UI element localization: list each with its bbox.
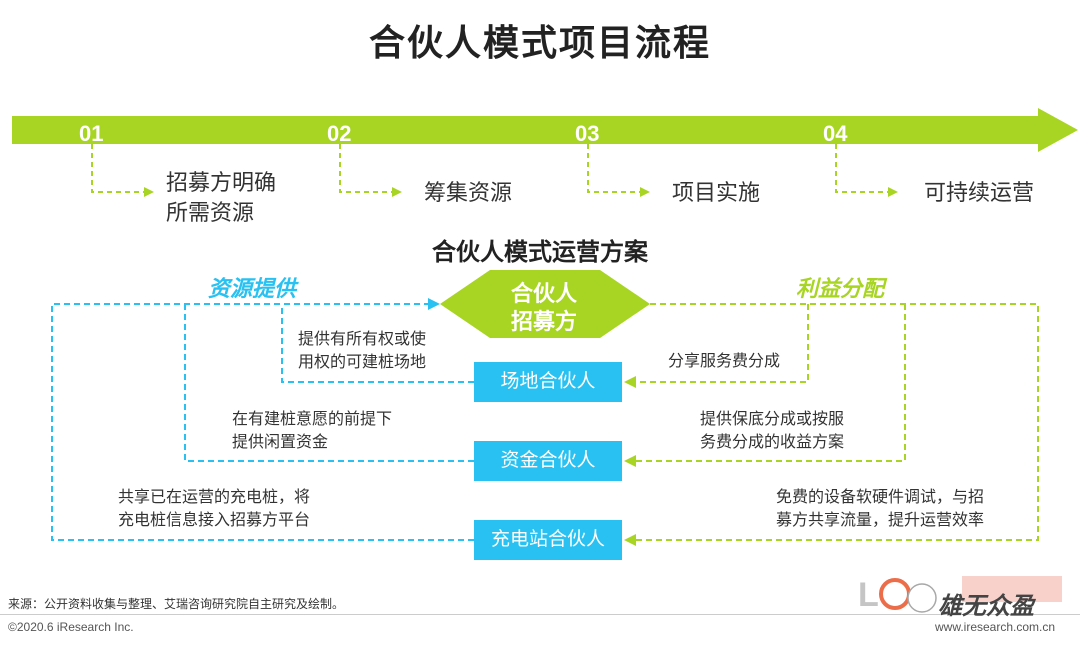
step-arrowhead-3 xyxy=(640,187,650,197)
station-benefit-note-line2: 募方共享流量，提升运营效率 xyxy=(776,512,985,529)
venue-resource-note-line1: 提供有所有权或使 xyxy=(298,331,427,348)
step-label-1: 招募方明确 所需资源 xyxy=(166,168,276,228)
page-title: 合伙人模式项目流程 xyxy=(368,22,711,63)
timeline-arrow xyxy=(12,108,1078,152)
recruiter-label: 合伙人 招募方 xyxy=(494,280,594,336)
resource-flow-mid xyxy=(184,304,474,462)
fund-benefit-note-line2: 务费分成的收益方案 xyxy=(700,434,845,451)
step-arrowhead-4 xyxy=(888,187,898,197)
recruiter-diamond xyxy=(440,270,650,338)
step-arrowhead-2 xyxy=(392,187,402,197)
benefit-arrowhead-2 xyxy=(624,455,636,467)
step-label-1-line1: 招募方明确 xyxy=(166,170,277,195)
source-note: 来源：公开资料收集与整理、艾瑞咨询研究院自主研究及绘制。 xyxy=(8,597,345,611)
venue-resource-note-line2: 用权的可建桩场地 xyxy=(298,354,427,371)
watermark-logo: L xyxy=(858,576,1062,614)
footer-divider xyxy=(0,614,1080,615)
step-connector-3 xyxy=(587,144,640,193)
venue-partner-box: 场地合伙人 xyxy=(474,362,622,402)
step-number-3: 03 xyxy=(575,121,600,146)
resource-arrowhead xyxy=(428,298,440,310)
fund-resource-note-line1: 在有建桩意愿的前提下 xyxy=(232,411,393,428)
station-resource-note-line1: 共享已在运营的充电桩，将 xyxy=(118,489,311,506)
station-benefit-note-line1: 免费的设备软硬件调试，与招 xyxy=(776,489,985,506)
watermark-text: 雄无众盈 xyxy=(938,593,1034,620)
step-connector-4 xyxy=(835,144,888,193)
fund-benefit-note-line1: 提供保底分成或按服 xyxy=(700,411,845,428)
recruiter-label-line1: 合伙人 xyxy=(510,281,577,306)
station-resource-note-line2: 充电桩信息接入招募方平台 xyxy=(118,512,311,529)
station-partner-box: 充电站合伙人 xyxy=(474,520,622,560)
station-resource-note: 共享已在运营的充电桩，将 充电桩信息接入招募方平台 xyxy=(118,486,310,532)
step-number-2: 02 xyxy=(327,121,352,146)
step-connector-1 xyxy=(91,144,144,193)
fund-benefit-note: 提供保底分成或按服 务费分成的收益方案 xyxy=(700,408,844,454)
station-benefit-note: 免费的设备软硬件调试，与招 募方共享流量，提升运营效率 xyxy=(776,486,984,532)
step-number-4: 04 xyxy=(823,121,848,146)
recruiter-label-line2: 招募方 xyxy=(510,309,577,334)
step-label-2: 筹集资源 xyxy=(424,180,513,205)
fund-resource-note-line2: 提供闲置资金 xyxy=(232,434,329,451)
benefit-distribution-title: 利益分配 xyxy=(796,276,885,301)
benefit-flow-mid xyxy=(636,304,906,462)
step-label-3: 项目实施 xyxy=(672,180,761,205)
scheme-title: 合伙人模式运营方案 xyxy=(432,239,648,266)
venue-resource-note: 提供有所有权或使 用权的可建桩场地 xyxy=(298,328,426,374)
benefit-flow-inner xyxy=(636,304,809,383)
resource-flow-outer xyxy=(51,303,474,541)
resource-flow-inner xyxy=(281,304,474,383)
step-label-1-line2: 所需资源 xyxy=(166,200,255,225)
fund-partner-box: 资金合伙人 xyxy=(474,441,622,481)
svg-text:L: L xyxy=(858,576,879,614)
benefit-arrowhead-3 xyxy=(624,534,636,546)
fund-resource-note: 在有建桩意愿的前提下 提供闲置资金 xyxy=(232,408,392,454)
benefit-flow-outer xyxy=(636,303,1039,541)
step-arrowhead-1 xyxy=(144,187,154,197)
venue-benefit-note: 分享服务费分成 xyxy=(668,353,781,370)
site-url[interactable]: www.iresearch.com.cn xyxy=(935,620,1056,634)
step-label-4: 可持续运营 xyxy=(924,180,1035,205)
benefit-arrowhead-1 xyxy=(624,376,636,388)
step-connector-2 xyxy=(339,144,392,193)
step-number-1: 01 xyxy=(79,121,104,146)
resource-provision-title: 资源提供 xyxy=(208,276,297,301)
copyright: ©2020.6 iResearch Inc. xyxy=(8,620,134,634)
